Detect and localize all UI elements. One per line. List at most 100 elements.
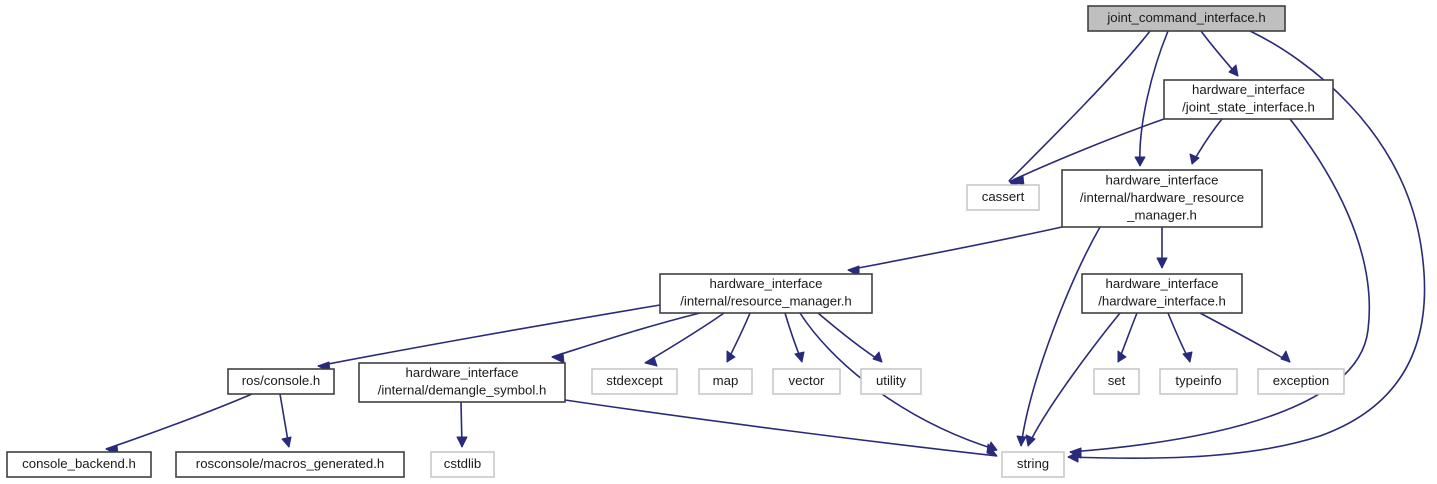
node-box-external[interactable]: [1093, 368, 1140, 395]
edge-line: [644, 312, 725, 364]
graph-node-cassert[interactable]: cassert: [966, 184, 1040, 211]
node-label-line: /joint_state_interface.h: [1182, 100, 1315, 115]
edge-line: [317, 304, 661, 367]
node-label-line: utility: [876, 373, 906, 388]
graph-node-hardware_resource_manager[interactable]: hardware_interface/internal/hardware_res…: [1061, 169, 1263, 228]
graph-node-cstdlib[interactable]: cstdlib: [430, 451, 495, 478]
node-box-external[interactable]: [1001, 451, 1065, 478]
arrowhead-icon: [986, 443, 998, 457]
node-box-external[interactable]: [1257, 368, 1345, 395]
graph-node-vector[interactable]: vector: [772, 368, 841, 395]
node-box-internal[interactable]: [358, 362, 566, 403]
arrowhead-icon: [1228, 64, 1239, 77]
arrowhead-icon: [1025, 434, 1036, 447]
graph-node-joint_state_interface[interactable]: hardware_interface/joint_state_interface…: [1163, 79, 1334, 120]
node-box-external[interactable]: [430, 451, 495, 478]
graph-node-typeinfo[interactable]: typeinfo: [1159, 368, 1238, 395]
edge-ros_console-to-rosconsole_macros_generated: [279, 393, 292, 448]
edge-line: [1069, 118, 1371, 453]
node-label-line: joint_command_interface.h: [1106, 10, 1265, 25]
node-box-internal[interactable]: [175, 451, 405, 478]
node-box-internal[interactable]: [1081, 273, 1243, 314]
edge-joint_command_interface-to-joint_state_interface: [1200, 30, 1239, 77]
edge-hardware_interface-to-typeinfo: [1167, 312, 1193, 363]
edge-line: [1067, 30, 1426, 460]
edge-joint_command_interface-to-cassert: [1008, 30, 1151, 190]
graph-node-hardware_interface[interactable]: hardware_interface/hardware_interface.h: [1081, 273, 1243, 314]
arrowhead-icon: [281, 436, 292, 448]
arrowhead-icon: [1280, 350, 1291, 363]
edge-joint_state_interface-to-cassert: [1012, 118, 1165, 187]
edge-demangle_symbol-to-cstdlib: [456, 401, 468, 448]
graph-node-rosconsole_macros_generated[interactable]: rosconsole/macros_generated.h: [175, 451, 405, 478]
graph-node-console_backend[interactable]: console_backend.h: [6, 451, 152, 478]
arrowhead-icon: [794, 351, 805, 363]
edge-joint_state_interface-to-hardware_resource_manager: [1189, 118, 1223, 165]
node-label-line: vector: [789, 373, 826, 388]
node-box-internal[interactable]: [659, 273, 873, 314]
node-box-root[interactable]: [1087, 5, 1286, 32]
edge-line: [564, 399, 998, 457]
node-label-line: hardware_interface: [1106, 276, 1219, 291]
node-box-internal[interactable]: [1163, 79, 1334, 120]
arrowhead-icon: [1156, 257, 1168, 269]
node-label-line: /hardware_interface.h: [1098, 294, 1226, 309]
node-box-internal[interactable]: [227, 368, 335, 395]
graph-node-string[interactable]: string: [1001, 451, 1065, 478]
node-label-line: exception: [1273, 373, 1329, 388]
node-label-line: hardware_interface: [1106, 172, 1219, 187]
edge-line: [105, 393, 253, 450]
node-label-line: _manager.h: [1126, 207, 1197, 222]
arrowhead-icon: [726, 350, 736, 363]
graph-node-ros_console[interactable]: ros/console.h: [227, 368, 335, 395]
edge-hardware_interface-to-string: [1025, 312, 1121, 447]
graph-node-utility[interactable]: utility: [860, 368, 922, 395]
graph-node-stdexcept[interactable]: stdexcept: [591, 368, 678, 395]
graph-node-set[interactable]: set: [1093, 368, 1140, 395]
graph-node-joint_command_interface[interactable]: joint_command_interface.h: [1087, 5, 1286, 32]
node-label-line: /internal/hardware_resource: [1080, 190, 1244, 205]
node-box-internal[interactable]: [6, 451, 152, 478]
node-box-external[interactable]: [966, 184, 1040, 211]
edge-resource_manager-to-vector: [784, 312, 805, 363]
edge-line: [1020, 226, 1101, 447]
arrowhead-icon: [1117, 350, 1127, 363]
node-box-external[interactable]: [860, 368, 922, 395]
edge-hardware_resource_manager-to-resource_manager: [847, 226, 1063, 277]
graph-node-map[interactable]: map: [698, 368, 753, 395]
edge-joint_command_interface-to-hardware_resource_manager: [1134, 30, 1169, 167]
edge-line: [1008, 30, 1151, 182]
arrowhead-icon: [551, 352, 565, 364]
node-label-line: cassert: [982, 189, 1025, 204]
arrowhead-icon: [456, 436, 468, 448]
arrowhead-icon: [644, 356, 658, 367]
node-box-external[interactable]: [591, 368, 678, 395]
arrowhead-icon: [1182, 351, 1193, 363]
edge-hardware_resource_manager-to-string: [1016, 226, 1101, 447]
node-label-line: hardware_interface: [1192, 82, 1305, 97]
graph-node-demangle_symbol[interactable]: hardware_interface/internal/demangle_sym…: [358, 362, 566, 403]
edge-resource_manager-to-utility: [817, 312, 883, 363]
edge-line: [817, 312, 883, 363]
node-label-line: typeinfo: [1175, 373, 1221, 388]
node-box-external[interactable]: [698, 368, 753, 395]
graph-node-resource_manager[interactable]: hardware_interface/internal/resource_man…: [659, 273, 873, 314]
arrowhead-icon: [872, 351, 883, 363]
edge-demangle_symbol-to-string: [564, 399, 998, 457]
node-box-internal[interactable]: [1061, 169, 1263, 228]
node-label-line: cstdlib: [444, 456, 481, 471]
node-box-external[interactable]: [772, 368, 841, 395]
node-label-line: string: [1017, 456, 1049, 471]
node-label-line: ros/console.h: [242, 373, 320, 388]
edge-hardware_interface-to-set: [1117, 312, 1138, 363]
edge-resource_manager-to-map: [726, 312, 751, 363]
node-box-external[interactable]: [1159, 368, 1238, 395]
graph-node-exception[interactable]: exception: [1257, 368, 1345, 395]
edge-hardware_interface-to-exception: [1199, 312, 1291, 363]
edge-joint_state_interface-to-string: [1069, 118, 1371, 459]
arrowhead-icon: [1189, 153, 1200, 165]
edge-line: [847, 226, 1063, 271]
edge-line: [551, 312, 701, 358]
